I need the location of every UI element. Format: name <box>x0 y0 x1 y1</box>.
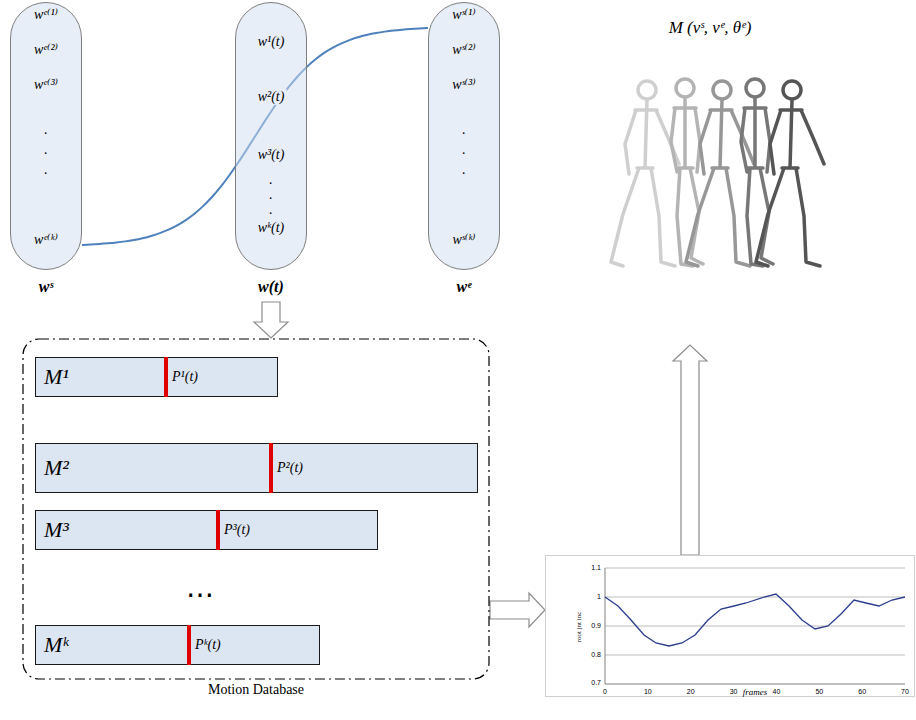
weight-vector-capsule: w¹(t) w²(t) w³(t)... wᵏ(t) w(t) <box>235 2 307 302</box>
weight-vector-capsule: wˢ⁽¹⁾ wˢ⁽²⁾ wˢ⁽³⁾... wˢ⁽ᵏ⁾ wᵉ <box>428 2 500 302</box>
weight-entry: . <box>42 142 50 158</box>
flow-arrow <box>254 302 288 338</box>
weight-entry: wˢ⁽²⁾ <box>450 42 477 58</box>
flow-arrow <box>490 593 545 627</box>
chart-grid <box>605 568 905 569</box>
vector-label: wᵉ <box>454 278 473 296</box>
weight-entry: . <box>42 122 50 138</box>
time-label: Pᵏ(t) <box>195 637 221 653</box>
walking-skeleton <box>741 79 773 266</box>
weight-entry: . <box>460 162 468 178</box>
chart-axes <box>605 684 905 685</box>
tick-label: 1 <box>597 593 601 601</box>
weight-vector-capsule: wᵉ⁽¹⁾ wᵉ⁽²⁾ wᵉ⁽³⁾... wᵉ⁽ᵏ⁾ wˢ <box>10 2 82 302</box>
chart-axes <box>605 568 905 684</box>
tick-label: 0 <box>603 688 607 696</box>
weight-entry: wˢ⁽¹⁾ <box>450 7 477 23</box>
synthesized-motion: M (vˢ, vᵉ, θᵉ) <box>560 6 860 345</box>
weight-entry: wᵉ⁽¹⁾ <box>32 7 60 23</box>
figure-title: M (vˢ, vᵉ, θᵉ) <box>669 18 752 38</box>
weight-entry: wᵉ⁽³⁾ <box>32 77 60 93</box>
motion-name: M³ <box>44 517 69 542</box>
time-marker <box>269 443 273 493</box>
tick-label: 40 <box>773 688 781 696</box>
walking-skeleton <box>611 81 679 266</box>
axis-title: root jnt inc <box>575 612 583 643</box>
motion-clip-bar: M³ P³(t) <box>35 510 378 550</box>
time-label: P³(t) <box>224 522 250 538</box>
ellipsis-mark: … <box>186 572 214 604</box>
vector-label: w(t) <box>256 278 286 296</box>
tick-label: 30 <box>730 688 738 696</box>
tick-label: 0.8 <box>591 651 601 659</box>
weight-entry: wˢ⁽³⁾ <box>450 77 477 93</box>
vector-label: wˢ <box>37 278 55 296</box>
time-label: P²(t) <box>277 460 303 476</box>
chart-grid <box>605 597 905 598</box>
weight-entry: . <box>460 142 468 158</box>
motion-clip-bar: Mᵏ Pᵏ(t) <box>35 625 320 665</box>
time-marker <box>216 510 220 550</box>
weight-entry: w¹(t) <box>256 34 287 50</box>
time-label: P¹(t) <box>172 369 198 385</box>
tick-label: 10 <box>644 688 652 696</box>
time-marker <box>164 357 168 397</box>
weight-entry: . <box>460 122 468 138</box>
database-outline <box>23 339 489 679</box>
motion-name: Mᵏ <box>44 632 69 657</box>
database-label: Motion Database <box>208 682 304 698</box>
weight-entry: w³(t) <box>256 147 287 163</box>
axis-title: frames <box>743 687 768 697</box>
chart-grid <box>605 626 905 627</box>
tick-label: 20 <box>687 688 695 696</box>
weight-entry: . <box>267 172 275 188</box>
time-marker <box>187 625 191 665</box>
walking-skeleton <box>671 79 703 266</box>
chart-grid <box>605 568 905 655</box>
weight-entry: . <box>42 162 50 178</box>
weight-entry: . <box>267 187 275 203</box>
tick-label: 50 <box>815 688 823 696</box>
tick-label: 60 <box>858 688 866 696</box>
motion-database: M¹ P¹(t) M² P²(t) M³ P³(t) Mᵏ Pᵏ(t) Motion Datab… <box>22 338 490 702</box>
weight-entry: . <box>267 202 275 218</box>
tick-label: 70 <box>901 688 909 696</box>
chart-axes <box>605 568 606 684</box>
weight-entry: w²(t) <box>256 89 287 105</box>
root-joint-curve <box>605 594 905 646</box>
weight-entry: wᵉ⁽²⁾ <box>32 42 60 58</box>
chart-grid <box>605 655 905 656</box>
weight-entry: wᵏ(t) <box>256 220 287 236</box>
motion-name: M¹ <box>44 364 69 389</box>
flow-arrow <box>673 345 707 555</box>
motion-clip-bar: M¹ P¹(t) <box>35 357 278 397</box>
motion-name: M² <box>44 455 69 480</box>
weight-entry: wˢ⁽ᵏ⁾ <box>450 232 477 248</box>
tick-label: 0.9 <box>591 622 601 630</box>
walking-skeleton <box>756 81 824 266</box>
weight-entry: wᵉ⁽ᵏ⁾ <box>32 232 60 248</box>
tick-label: 0.7 <box>591 679 601 687</box>
tick-label: 1.1 <box>591 564 601 572</box>
walking-skeleton <box>611 79 824 266</box>
motion-clip-bar: M² P²(t) <box>35 443 478 493</box>
